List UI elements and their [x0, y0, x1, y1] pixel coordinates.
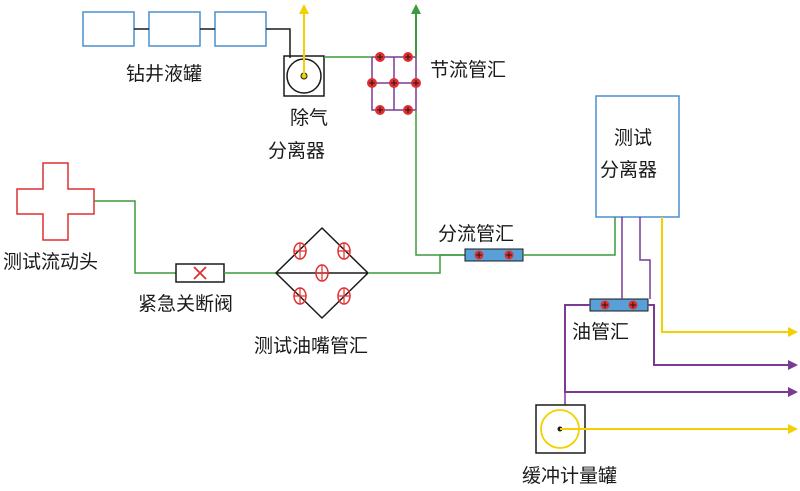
choke-manifold [367, 52, 421, 115]
test-choke-manifold-label: 测试油嘴管汇 [254, 335, 368, 357]
test-flowhead [16, 162, 95, 241]
test-separator [595, 95, 680, 218]
drilling-fluid-tanks [82, 11, 291, 58]
separator-gas-line [661, 217, 798, 337]
oil-manifold [589, 298, 649, 312]
diverter-manifold-label: 分流管汇 [438, 223, 514, 245]
surge-tank-label: 缓冲计量罐 [522, 465, 617, 487]
diverter-manifold [464, 248, 524, 262]
choke-valve [367, 52, 421, 115]
degasser-label-line1: 除气 [290, 107, 328, 129]
test-separator-label-line2: 分离器 [600, 159, 657, 181]
oil-export-line [648, 304, 798, 370]
esd-valve-label: 紧急关断阀 [138, 293, 233, 315]
test-choke-manifold [274, 226, 370, 320]
test-choke-valve [293, 242, 351, 305]
flowhead-to-esd-line [94, 200, 176, 274]
degasser-label-line2: 分离器 [268, 140, 325, 162]
mud-gas-separator [283, 4, 325, 97]
choke-manifold-label: 节流管汇 [430, 59, 506, 81]
flowhead-label: 测试流动头 [3, 251, 98, 273]
oil-manifold-label: 油管汇 [572, 321, 629, 343]
surge-metering-tank [535, 404, 798, 454]
drilling-tanks-label: 钻井液罐 [126, 63, 202, 85]
separator-water-outlet [639, 217, 651, 299]
oil-to-tank-line [564, 304, 798, 397]
diverter-to-separator-line [523, 217, 616, 256]
emergency-shutdown-valve [175, 263, 225, 283]
test-separator-label-line1: 测试 [614, 127, 652, 149]
choke-to-diverter-feed [368, 254, 465, 274]
